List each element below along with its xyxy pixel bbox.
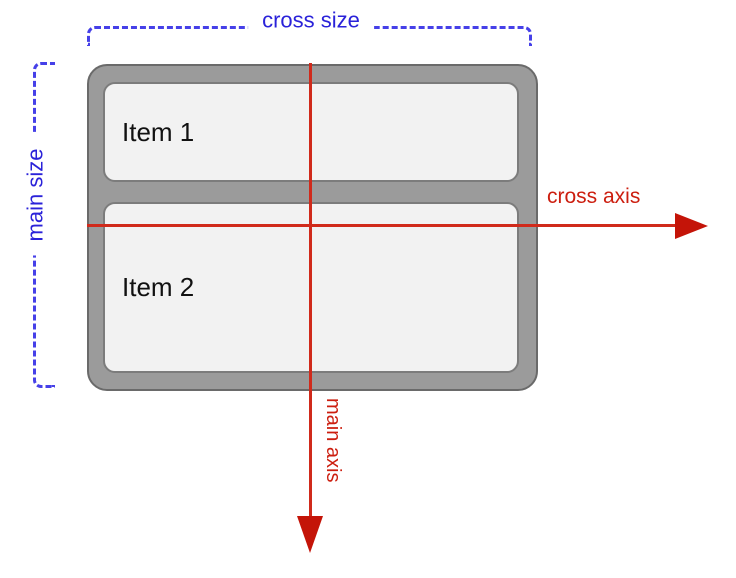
cross-axis-arrowhead-icon	[675, 213, 708, 239]
cross-axis-line	[87, 224, 675, 227]
main-axis-arrowhead-icon	[297, 516, 323, 553]
main-axis-line	[309, 63, 312, 517]
flex-container: Item 1 Item 2	[87, 64, 538, 391]
flex-item-2-label: Item 2	[122, 272, 195, 302]
flex-item-1-label: Item 1	[122, 116, 195, 147]
main-size-label: main size	[20, 134, 50, 256]
cross-size-label: cross size	[248, 5, 374, 35]
cross-axis-label: cross axis	[547, 185, 641, 208]
main-axis-label: main axis	[322, 398, 344, 483]
